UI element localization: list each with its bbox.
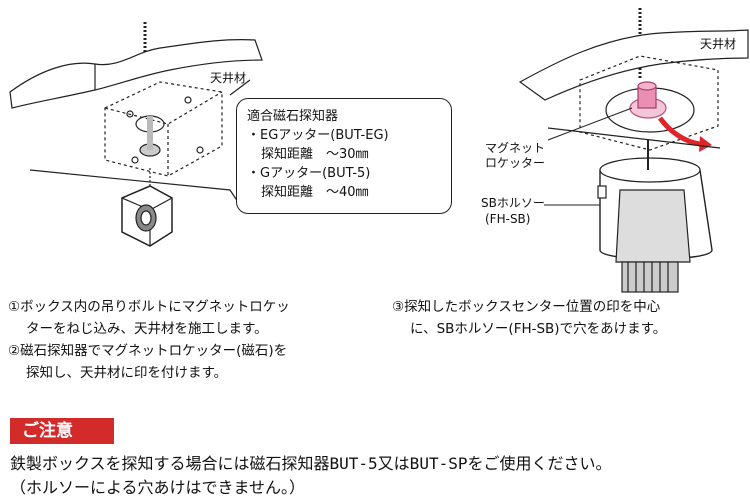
caution-badge: ご注意 <box>10 418 114 444</box>
right-ceiling-illustration <box>518 8 749 293</box>
detector-callout: 適合磁石探知器 ・EGアッター(BUT-EG) 探知距離 ～30㎜ ・Gアッター… <box>236 98 452 214</box>
callout-item2-range: 探知距離 ～40㎜ <box>261 185 369 200</box>
step1-line2: ターをねじ込み、天井材を施工します。 <box>26 321 268 337</box>
step1-line1: ①ボックス内の吊りボルトにマグネットロケッ <box>8 299 290 315</box>
sb-holesaw-label-line2: (FH-SB) <box>485 212 531 226</box>
magnet-locator-label-line2: ロケッター <box>485 156 546 170</box>
step2-line1: ②磁石探知器でマグネットロケッター(磁石)を <box>8 343 288 359</box>
callout-title: 適合磁石探知器 <box>247 109 339 124</box>
left-ceiling-label: 天井材 <box>210 71 247 85</box>
callout-item1-range: 探知距離 ～30㎜ <box>261 147 369 162</box>
step3-line2: に、SBホルソー(FH-SB)で穴をあけます。 <box>410 321 667 337</box>
magnet-locator-label-line1: マグネット <box>485 141 546 155</box>
step3-line1: ③探知したボックスセンター位置の印を中心 <box>392 299 661 315</box>
left-ceiling-illustration <box>9 22 263 247</box>
callout-item1-name: ・EGアッター(BUT-EG) <box>247 128 389 143</box>
callout-item2-name: ・Gアッター(BUT-5) <box>247 166 371 181</box>
right-ceiling-label: 天井材 <box>700 37 737 51</box>
sb-holesaw-label-line1: SBホルソー <box>481 196 545 210</box>
caution-line2: （ホルソーによる穴あけはできません。） <box>10 478 306 497</box>
step2-line2: 探知し、天井材に印を付けます。 <box>26 365 228 381</box>
caution-line1: 鉄製ボックスを探知する場合には磁石探知器BUT-5又はBUT-SPをご使用くださ… <box>10 454 612 473</box>
